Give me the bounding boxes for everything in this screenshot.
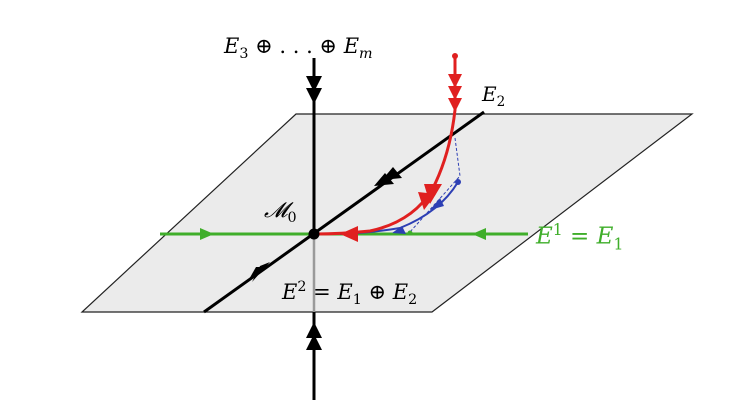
red-left-arrow xyxy=(340,226,358,242)
origin-point xyxy=(308,228,320,240)
green-right-arrow xyxy=(472,228,486,240)
plane-label: E2 = E1 ⊕ E2 xyxy=(282,279,418,309)
red-start-point xyxy=(452,53,458,59)
blue-start-point xyxy=(455,179,461,185)
projection-dashed-line xyxy=(409,137,461,233)
red-mid-arrows xyxy=(418,184,442,210)
green-projection-point xyxy=(407,230,413,236)
origin-label: 𝓜0 xyxy=(264,198,297,227)
blue-arrows xyxy=(392,198,444,234)
green-left-arrow xyxy=(200,228,214,240)
top-double-arrow xyxy=(306,76,322,104)
e2-axis-label: E2 xyxy=(482,82,506,110)
bottom-double-arrow xyxy=(306,322,322,350)
green-axis-label: E1 = E1 xyxy=(536,220,624,254)
e2-plane xyxy=(80,113,694,313)
e2-lower-arrow xyxy=(248,262,270,282)
top-axis-label: E3 ⊕ . . . ⊕ Em xyxy=(224,34,373,63)
red-top-arrows xyxy=(448,74,462,112)
e2-upper-double-arrow xyxy=(374,167,402,186)
